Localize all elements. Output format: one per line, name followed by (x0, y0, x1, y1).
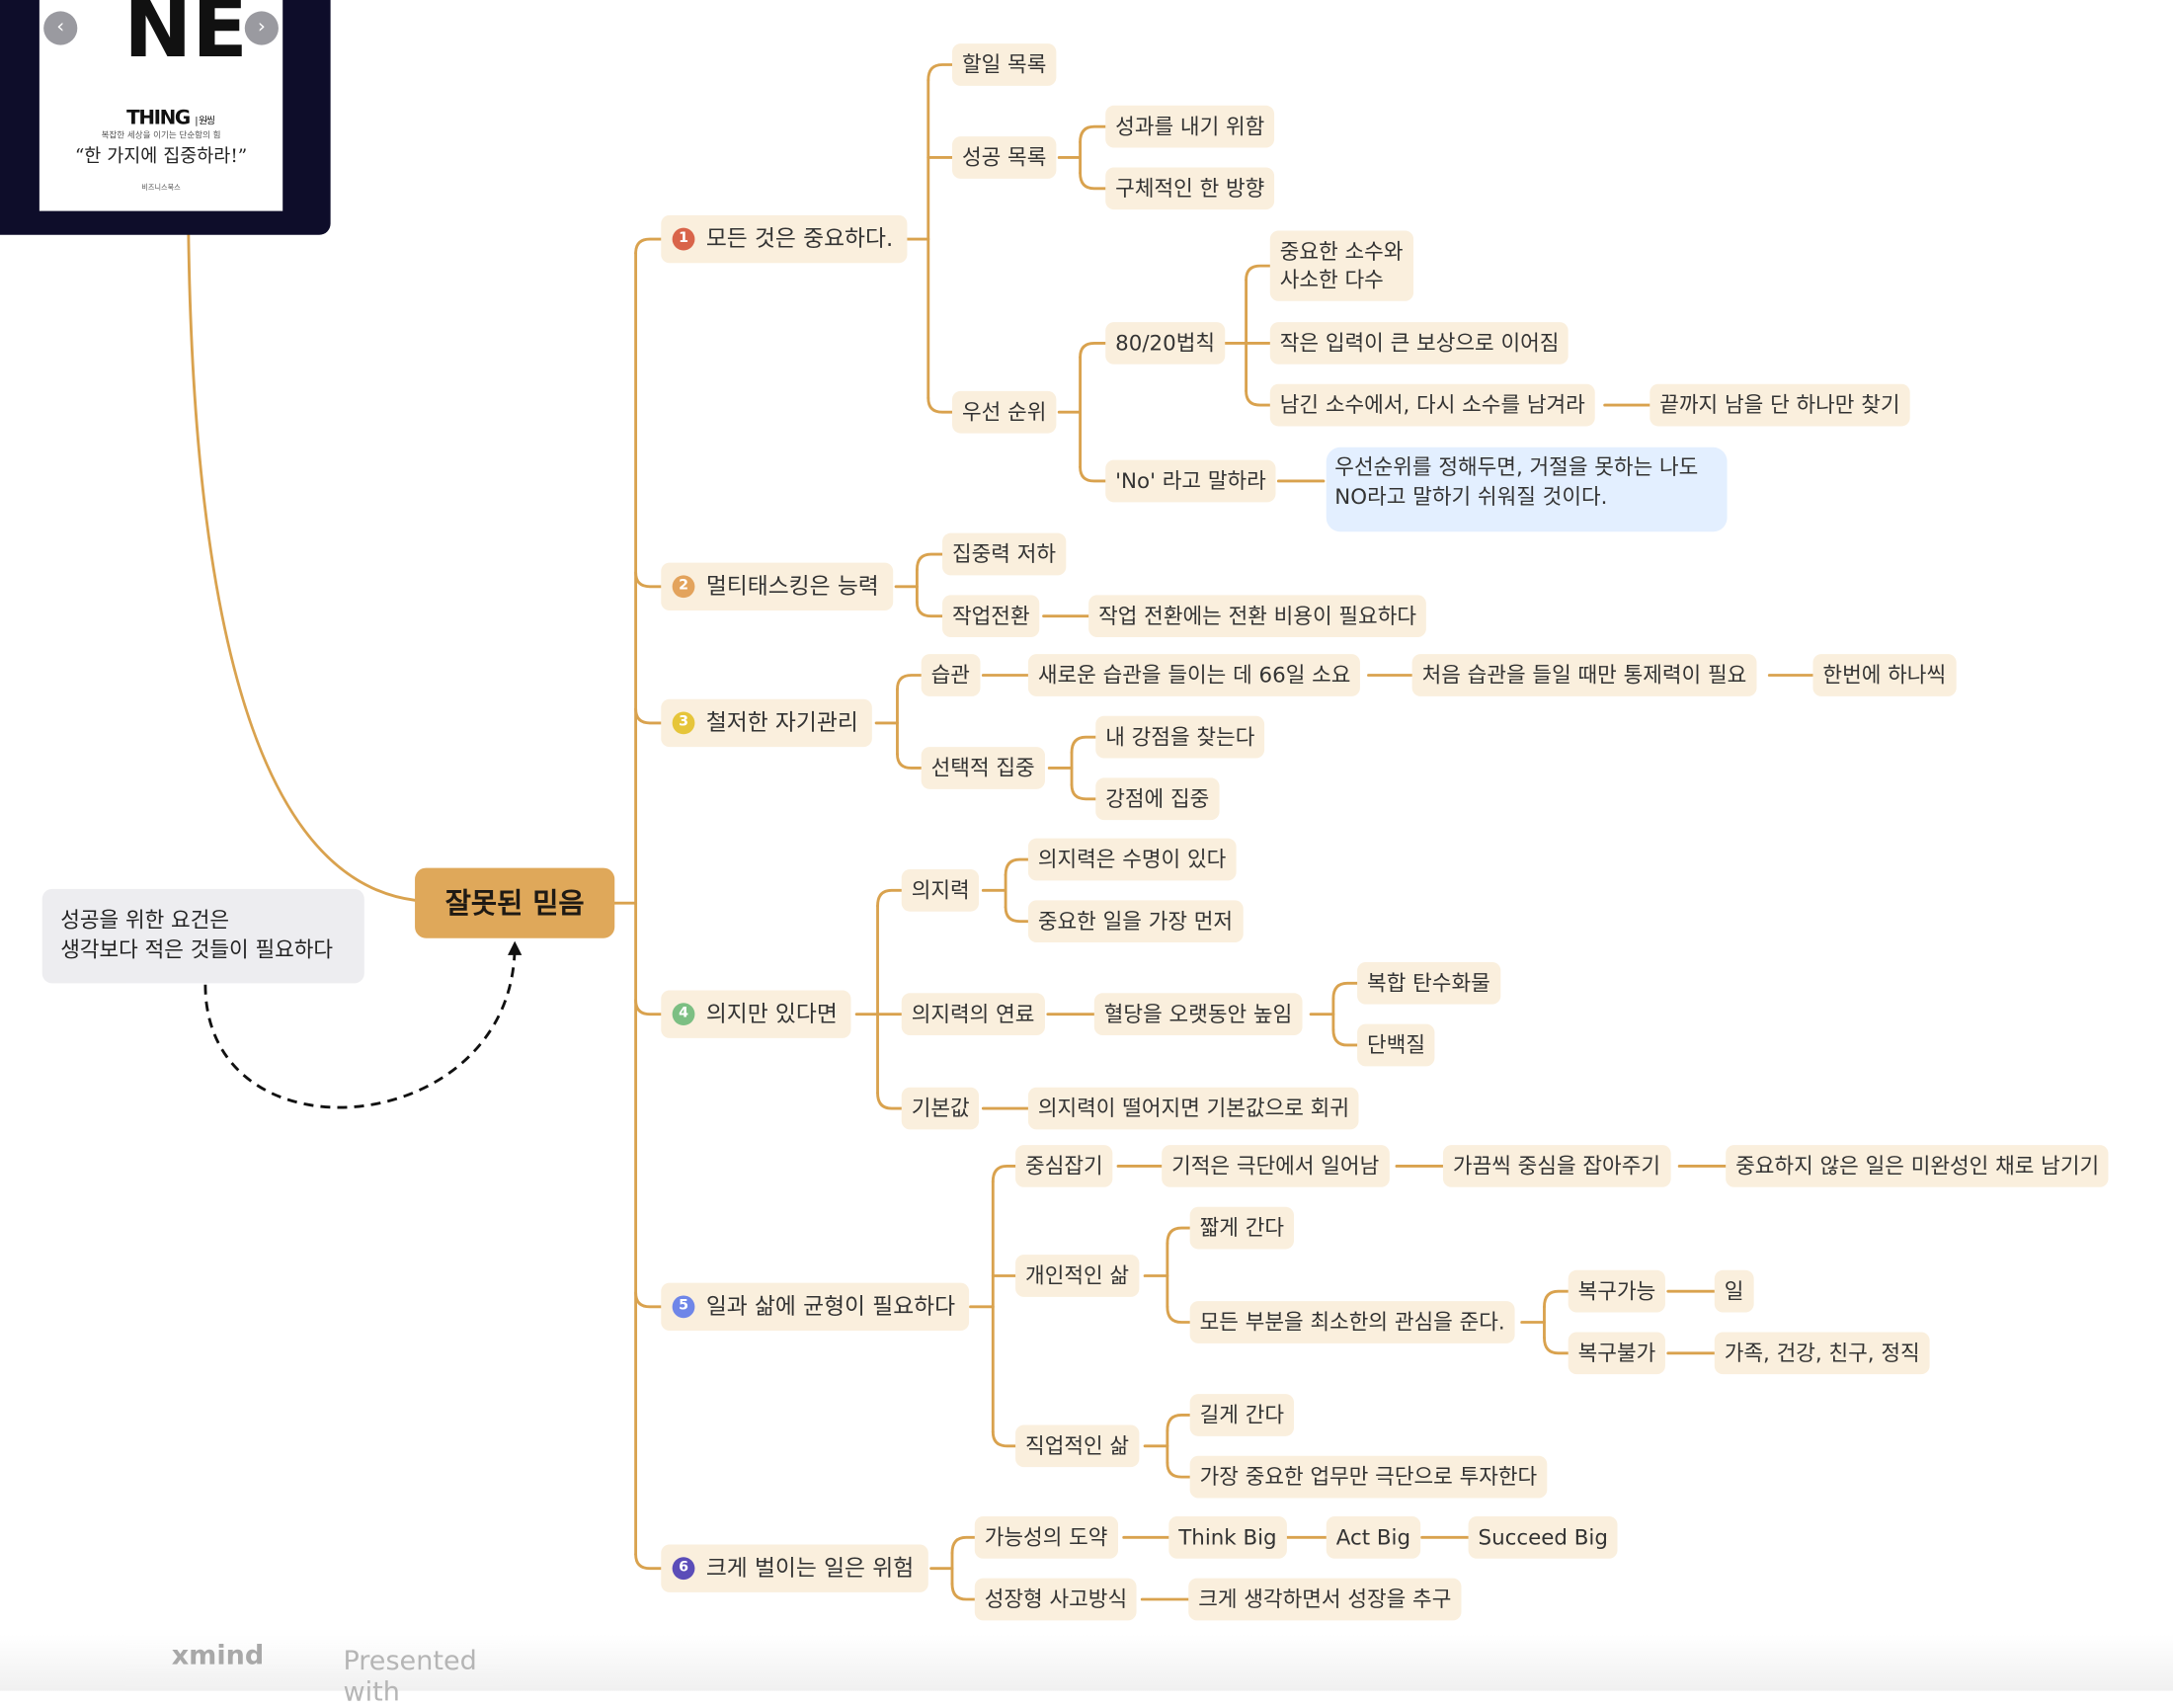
subtopic-success-list[interactable]: 성공 목록 (952, 136, 1057, 179)
subtopic-go-long[interactable]: 길게 간다 (1189, 1394, 1294, 1436)
subtopic-habit-66-days[interactable]: 새로운 습관을 들이는 데 66일 소요 (1027, 654, 1361, 696)
subtopic-leap-of-possibility[interactable]: 가능성의 도약 (974, 1515, 1118, 1559)
subtopic-switch-cost[interactable]: 작업 전환에는 전환 비용이 필요하다 (1088, 595, 1426, 638)
subtopic-find-strength[interactable]: 내 강점을 찾는다 (1095, 715, 1265, 759)
book-title: THING | 원씽 (126, 107, 215, 130)
number-5-icon: 5 (672, 1294, 695, 1318)
subtopic-recenter[interactable]: 가끔씩 중심을 잡아주기 (1442, 1145, 1670, 1187)
chevron-left-icon[interactable]: ‹ (43, 11, 78, 45)
subtopic-centering[interactable]: 중심잡기 (1015, 1145, 1113, 1187)
subtopic-priority[interactable]: 우선 순위 (952, 390, 1057, 434)
subtopic-default[interactable]: 기본값 (901, 1087, 980, 1130)
number-2-icon: 2 (672, 574, 695, 598)
subtopic-think-big[interactable]: Think Big (1168, 1515, 1287, 1559)
subtopic-find-one-thing[interactable]: 끝까지 남을 단 하나만 찾기 (1650, 383, 1910, 427)
subtopic-personal-life[interactable]: 개인적인 삶 (1015, 1255, 1140, 1297)
presented-with-label: Presented with xmind (171, 1640, 477, 1707)
note-line-2: 생각보다 적은 것들이 필요하다 (60, 936, 334, 962)
subtopic-professional-life[interactable]: 직업적인 삶 (1015, 1424, 1140, 1468)
book-cover-letters: NE (123, 0, 248, 76)
topic-5-label: 일과 삶에 균형이 필요하다 (705, 1292, 956, 1320)
subtopic-default-regress[interactable]: 의지력이 떨어지면 기본값으로 회귀 (1027, 1087, 1359, 1130)
subtopic-extreme-investment[interactable]: 가장 중요한 업무만 극단으로 투자한다 (1189, 1455, 1548, 1499)
book-cover-thumbnail[interactable]: NE THING | 원씽 복잡한 세상을 이기는 단순함의 힘 “한 가지에 … (0, 0, 331, 235)
number-1-icon: 1 (672, 226, 695, 250)
subtopic-focus-drop[interactable]: 집중력 저하 (942, 532, 1067, 576)
note-box[interactable]: 성공을 위한 요건은 생각보다 적은 것들이 필요하다 (41, 888, 364, 984)
subtopic-todo-list[interactable]: 할일 목록 (952, 43, 1057, 86)
subtopic-narrow-down[interactable]: 남긴 소수에서, 다시 소수를 남겨라 (1269, 383, 1595, 427)
subtopic-minimal-attention[interactable]: 모든 부분을 최소한의 관심을 준다. (1189, 1301, 1515, 1343)
topic-4[interactable]: 4 의지만 있다면 (661, 990, 852, 1038)
subtopic-think-big-grow[interactable]: 크게 생각하면서 성장을 추구 (1188, 1578, 1462, 1621)
subtopic-one-at-a-time[interactable]: 한번에 하나씩 (1812, 654, 1957, 696)
book-cover: NE THING | 원씽 복잡한 세상을 이기는 단순함의 힘 “한 가지에 … (39, 0, 283, 211)
topic-6[interactable]: 6 크게 벌이는 일은 위험 (661, 1544, 928, 1592)
book-slogan: “한 가지에 집중하라!” (74, 146, 248, 168)
vital-few-line-2: 사소한 다수 (1279, 267, 1384, 293)
topic-4-label: 의지만 있다면 (705, 1000, 838, 1027)
subtopic-habit[interactable]: 습관 (921, 654, 980, 696)
book-publisher: 비즈니스북스 (141, 184, 181, 194)
subtopic-vital-few[interactable]: 중요한 소수와 사소한 다수 (1269, 230, 1413, 301)
subtopic-say-no[interactable]: 'No' 라고 말하라 (1105, 459, 1276, 503)
topic-2[interactable]: 2 멀티태스킹은 능력 (661, 562, 893, 610)
subtopic-success-1[interactable]: 성과를 내기 위함 (1105, 105, 1275, 148)
subtopic-willpower-fuel[interactable]: 의지력의 연료 (901, 993, 1045, 1036)
xmind-logo: xmind (171, 1640, 265, 1671)
chevron-right-icon[interactable]: › (244, 11, 279, 45)
subtopic-willpower[interactable]: 의지력 (901, 868, 980, 912)
subtopic-unrecoverable[interactable]: 복구불가 (1568, 1332, 1666, 1375)
subtopic-small-input[interactable]: 작은 입력이 큰 보상으로 이어짐 (1269, 322, 1569, 365)
subtopic-family-health[interactable]: 가족, 건강, 친구, 정직 (1714, 1332, 1930, 1375)
relationship-arrow (203, 944, 517, 1109)
connector-lines (187, 63, 1814, 1601)
subtopic-miracle-extremes[interactable]: 기적은 극단에서 일어남 (1162, 1145, 1390, 1187)
subtopic-blood-sugar[interactable]: 혈당을 오랫동안 높임 (1093, 993, 1303, 1036)
book-subtitle: 복잡한 세상을 이기는 단순함의 힘 (101, 130, 221, 141)
subtopic-go-short[interactable]: 짧게 간다 (1189, 1206, 1294, 1250)
note-line-1: 성공을 위한 요건은 (60, 907, 230, 934)
subtopic-growth-mindset[interactable]: 성장형 사고방식 (974, 1578, 1138, 1621)
subtopic-recoverable[interactable]: 복구가능 (1568, 1269, 1666, 1313)
topic-2-label: 멀티태스킹은 능력 (705, 572, 879, 600)
subtopic-task-switch[interactable]: 작업전환 (942, 595, 1040, 638)
subtopic-act-big[interactable]: Act Big (1326, 1515, 1420, 1559)
topic-3-label: 철저한 자기관리 (705, 708, 858, 736)
subtopic-focus-strength[interactable]: 강점에 집중 (1095, 777, 1220, 821)
subtopic-protein[interactable]: 단백질 (1357, 1023, 1435, 1067)
topic-5[interactable]: 5 일과 삶에 균형이 필요하다 (661, 1282, 970, 1332)
number-6-icon: 6 (672, 1556, 695, 1580)
subtopic-most-important-first[interactable]: 중요한 일을 가장 먼저 (1027, 900, 1244, 943)
subtopic-success-2[interactable]: 구체적인 한 방향 (1105, 167, 1275, 210)
footer-bar: Presented with xmind (0, 1634, 2173, 1708)
subtopic-80-20-rule[interactable]: 80/20법칙 (1105, 322, 1225, 365)
central-topic[interactable]: 잘못된 믿음 (415, 867, 615, 938)
callout-say-no[interactable]: 우선순위를 정해두면, 거절을 못하는 나도 NO라고 말하기 쉬워질 것이다. (1326, 447, 1728, 532)
subtopic-habit-control[interactable]: 처음 습관을 들일 때만 통제력이 필요 (1411, 654, 1757, 696)
topic-1-label: 모든 것은 중요하다. (705, 224, 894, 252)
topic-6-label: 크게 벌이는 일은 위험 (705, 1554, 915, 1582)
topic-3[interactable]: 3 철저한 자기관리 (661, 698, 873, 748)
presented-text: Presented with (343, 1645, 477, 1708)
subtopic-complex-carbs[interactable]: 복합 탄수화물 (1357, 961, 1500, 1005)
number-4-icon: 4 (672, 1002, 695, 1025)
subtopic-leave-unfinished[interactable]: 중요하지 않은 일은 미완성인 채로 남기기 (1726, 1145, 2110, 1187)
number-3-icon: 3 (672, 710, 695, 734)
subtopic-succeed-big[interactable]: Succeed Big (1468, 1515, 1618, 1559)
vital-few-line-1: 중요한 소수와 (1279, 239, 1404, 265)
callout-line-2: NO라고 말하기 쉬워질 것이다. (1334, 483, 1608, 510)
topic-1[interactable]: 1 모든 것은 중요하다. (661, 214, 908, 264)
subtopic-work[interactable]: 일 (1714, 1269, 1754, 1313)
subtopic-selective-focus[interactable]: 선택적 집중 (921, 747, 1045, 789)
subtopic-willpower-lifespan[interactable]: 의지력은 수명이 있다 (1027, 838, 1237, 881)
callout-line-1: 우선순위를 정해두면, 거절을 못하는 나도 (1334, 453, 1699, 480)
